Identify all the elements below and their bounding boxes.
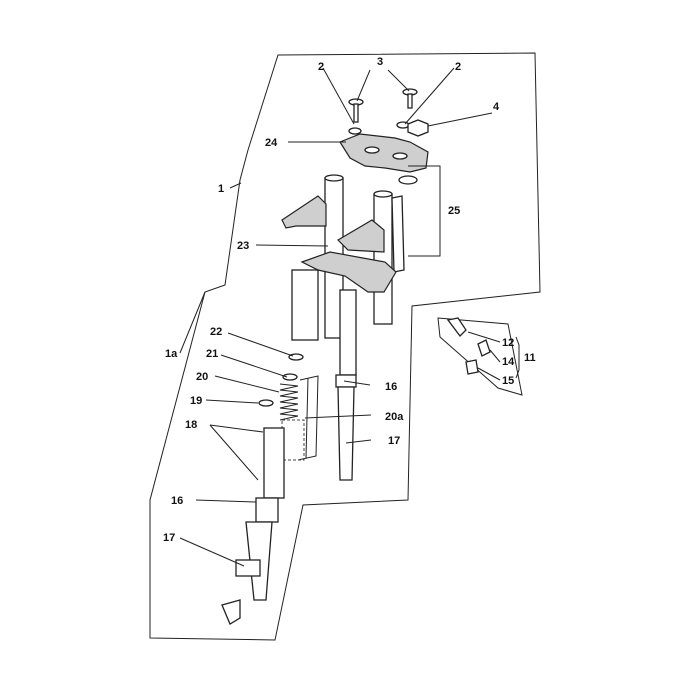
callout-24: 24 <box>265 137 278 149</box>
washer-2-left <box>348 127 362 135</box>
callout-3: 3 <box>377 56 383 68</box>
lower-slider-left <box>221 427 285 625</box>
lower-slider-left-tube <box>291 269 319 341</box>
callout-25: 25 <box>448 205 460 217</box>
washer-2-right <box>396 121 410 129</box>
callout-11: 11 <box>524 352 536 364</box>
top-plate-hole-right <box>392 152 408 160</box>
callout-17-right: 17 <box>388 435 400 447</box>
assembly-boundary-11 <box>437 317 523 396</box>
callout-1a: 1a <box>165 348 178 360</box>
fastener-12 <box>446 317 467 337</box>
lower-yoke <box>300 251 397 293</box>
callout-15: 15 <box>502 375 514 387</box>
top-plate-24 <box>339 133 429 173</box>
fork-tube-right <box>373 190 393 325</box>
callout-1: 1 <box>218 183 224 195</box>
washer-19 <box>258 399 274 407</box>
callout-20a: 20a <box>385 411 404 423</box>
headlamp-bracket-right <box>337 219 385 253</box>
callout-23: 23 <box>237 240 249 252</box>
nut-4 <box>407 119 429 137</box>
callout-16-left: 16 <box>171 495 183 507</box>
bolt-3-left <box>348 98 364 123</box>
bolt-3-right <box>402 88 418 109</box>
top-plate-hole-left <box>364 146 380 154</box>
assembly-boundary-1 <box>149 52 541 641</box>
callout-14: 14 <box>502 356 515 368</box>
callout-17-left: 17 <box>163 532 175 544</box>
steering-nut-25 <box>398 175 418 185</box>
callout-4: 4 <box>493 101 500 113</box>
callout-16-right: 16 <box>385 381 397 393</box>
callout-2-right: 2 <box>455 61 461 73</box>
callout-2-left: 2 <box>318 61 324 73</box>
headlamp-bracket-left <box>281 195 327 229</box>
callout-21: 21 <box>206 348 218 360</box>
leader-lines <box>179 67 520 567</box>
steering-stem <box>391 195 405 273</box>
callout-19: 19 <box>190 395 202 407</box>
slider-clamp-left <box>235 559 261 577</box>
callout-22: 22 <box>210 326 222 338</box>
lower-slider-right <box>335 289 357 481</box>
dashed-guide <box>281 419 305 461</box>
ring-21 <box>282 373 298 381</box>
spring-20 <box>279 383 299 421</box>
callout-18: 18 <box>185 419 197 431</box>
fastener-14 <box>477 339 491 357</box>
callout-12: 12 <box>502 337 514 349</box>
fastener-15 <box>465 359 479 375</box>
callout-20: 20 <box>196 371 208 383</box>
